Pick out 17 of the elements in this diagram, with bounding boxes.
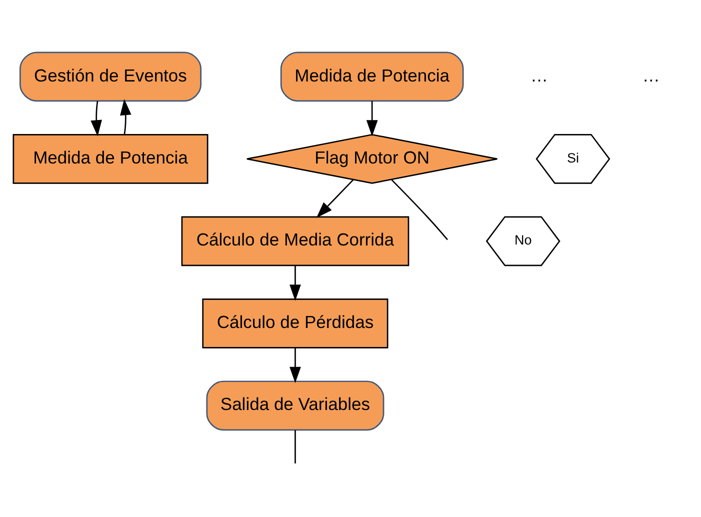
node-box: Medida de Potencia xyxy=(280,52,464,102)
arrow xyxy=(90,100,102,136)
node-box: Gestión de Eventos xyxy=(19,52,202,102)
arrow xyxy=(316,179,354,218)
node-box: Medida de Potencia xyxy=(12,134,208,184)
label: … xyxy=(530,65,548,86)
arrow xyxy=(290,348,301,384)
node-box: Cálculo de Media Corrida xyxy=(181,216,410,266)
connector xyxy=(294,430,296,464)
connector xyxy=(391,179,448,240)
arrow xyxy=(120,99,132,134)
node-diamond: Flag Motor ON xyxy=(246,134,498,184)
label: … xyxy=(642,65,660,86)
node-box: Cálculo de Pérdidas xyxy=(202,298,388,348)
arrow xyxy=(366,101,378,136)
arrow xyxy=(290,266,301,301)
node-box: Salida de Variables xyxy=(206,380,384,431)
